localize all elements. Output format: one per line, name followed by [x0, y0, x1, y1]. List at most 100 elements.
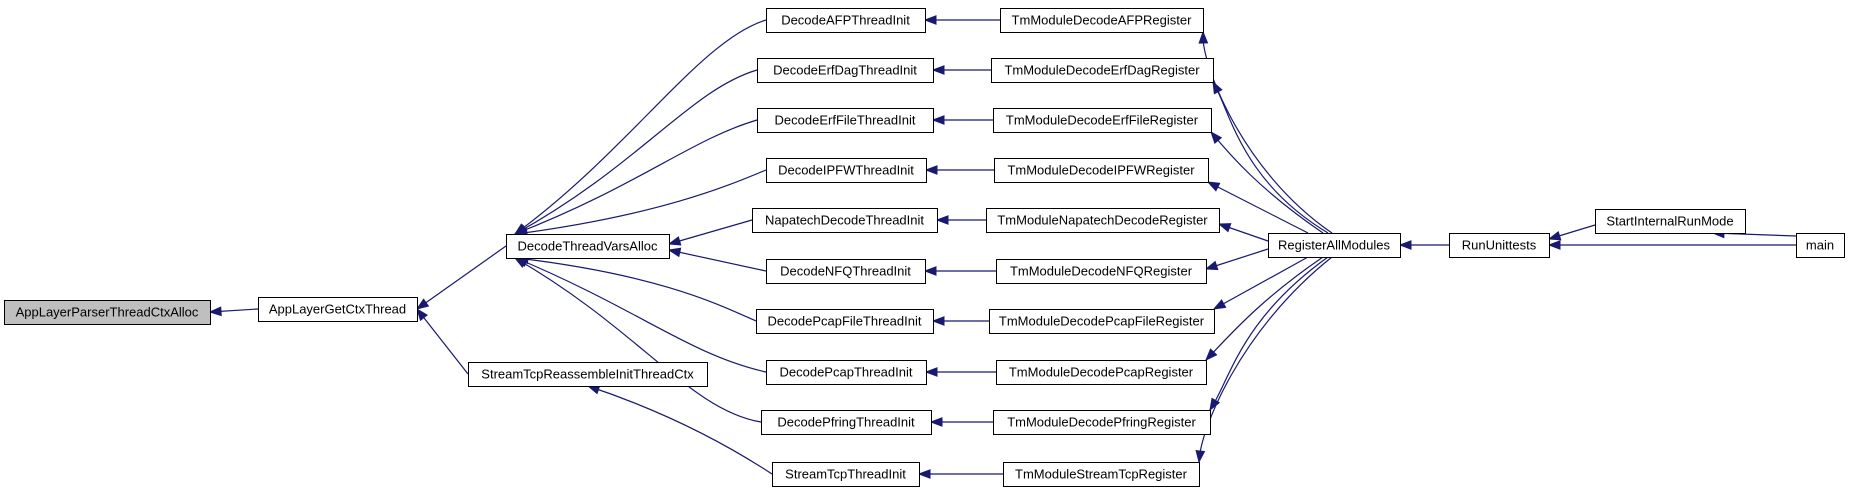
- node-decodeNFQThreadInit[interactable]: DecodeNFQThreadInit: [766, 259, 926, 284]
- arrowhead: [1217, 223, 1232, 233]
- edge-streamTcpThreadInit-to-streamTcpReassembleInitThreadCtx: [586, 385, 773, 475]
- arrowhead: [935, 215, 949, 225]
- edge-registerAllModules-to-tmModuleDecodePcapFileRegister: [1212, 256, 1309, 310]
- node-tmModuleDecodeAFPRegister[interactable]: TmModuleDecodeAFPRegister: [1000, 8, 1204, 33]
- edge-streamTcpReassembleInitThreadCtx-to-appLayerGetCtxThread: [416, 307, 469, 375]
- node-box: [772, 462, 920, 487]
- edge-tmModuleDecodeIPFWRegister-to-decodeIPFWThreadInit: [924, 165, 994, 175]
- edge-decodePcapFileThreadInit-to-decodeThreadVarsAlloc: [515, 254, 757, 322]
- edge-decodeNFQThreadInit-to-decodeThreadVarsAlloc: [667, 247, 767, 272]
- edge-line: [1202, 31, 1333, 234]
- node-box: [994, 158, 1209, 183]
- node-label: DecodeNFQThreadInit: [780, 264, 911, 279]
- node-label: RegisterAllModules: [1278, 238, 1390, 253]
- arrowhead: [1398, 240, 1412, 250]
- node-tmModuleDecodeIPFWRegister[interactable]: TmModuleDecodeIPFWRegister: [994, 158, 1209, 183]
- edge-registerAllModules-to-tmModuleStreamTcpRegister: [1195, 256, 1333, 464]
- node-decodePcapFileThreadInit[interactable]: DecodePcapFileThreadInit: [756, 309, 934, 334]
- node-box: [1595, 209, 1746, 234]
- node-label: TmModuleStreamTcpRegister: [1015, 467, 1188, 482]
- edge-tmModuleDecodePcapRegister-to-decodePcapThreadInit: [924, 367, 996, 377]
- node-main[interactable]: main: [1796, 233, 1845, 258]
- node-label: TmModuleDecodeErfFileRegister: [1006, 113, 1199, 128]
- node-tmModuleDecodeErfDagRegister[interactable]: TmModuleDecodeErfDagRegister: [991, 58, 1214, 83]
- arrowhead: [1204, 260, 1219, 271]
- arrowhead: [924, 367, 938, 377]
- edge-line: [1212, 81, 1329, 234]
- node-runUnittests[interactable]: RunUnittests: [1449, 233, 1550, 258]
- node-tmModuleDecodePcapRegister[interactable]: TmModuleDecodePcapRegister: [996, 360, 1207, 385]
- edge-registerAllModules-to-tmModuleDecodePcapRegister: [1205, 256, 1324, 362]
- edge-tmModuleDecodeNFQRegister-to-decodeNFQThreadInit: [923, 266, 996, 276]
- node-appLayerParserThreadCtxAlloc[interactable]: AppLayerParserThreadCtxAlloc: [4, 300, 211, 325]
- node-appLayerGetCtxThread[interactable]: AppLayerGetCtxThread: [258, 297, 418, 322]
- edge-line: [514, 119, 758, 235]
- node-decodePcapThreadInit[interactable]: DecodePcapThreadInit: [766, 360, 927, 385]
- node-tmModuleDecodeNFQRegister[interactable]: TmModuleDecodeNFQRegister: [996, 259, 1207, 284]
- node-startInternalRunMode[interactable]: StartInternalRunMode: [1595, 209, 1746, 234]
- node-label: main: [1806, 238, 1834, 253]
- node-label: DecodePcapFileThreadInit: [768, 314, 922, 329]
- arrowhead: [1195, 450, 1206, 464]
- node-box: [761, 410, 932, 435]
- node-tmModuleDecodePfringRegister[interactable]: TmModuleDecodePfringRegister: [993, 410, 1211, 435]
- node-decodeIPFWThreadInit[interactable]: DecodeIPFWThreadInit: [766, 158, 927, 183]
- node-label: TmModuleDecodeAFPRegister: [1012, 13, 1193, 28]
- node-decodePfringThreadInit[interactable]: DecodePfringThreadInit: [761, 410, 932, 435]
- edge-decodeErfFileThreadInit-to-decodeThreadVarsAlloc: [513, 119, 758, 235]
- edge-line: [1198, 256, 1333, 463]
- node-box: [986, 208, 1220, 233]
- node-box: [996, 259, 1207, 284]
- node-tmModuleDecodeErfFileRegister[interactable]: TmModuleDecodeErfFileRegister: [993, 108, 1212, 133]
- arrowhead: [1209, 397, 1221, 412]
- node-label: StreamTcpThreadInit: [785, 467, 906, 482]
- node-decodeErfFileThreadInit[interactable]: DecodeErfFileThreadInit: [757, 108, 934, 133]
- node-label: TmModuleDecodeNFQRegister: [1010, 264, 1193, 279]
- node-box: [1268, 233, 1401, 258]
- edge-tmModuleDecodeErfFileRegister-to-decodeErfFileThreadInit: [931, 115, 993, 125]
- node-label: TmModuleDecodePcapRegister: [1009, 365, 1194, 380]
- edge-line: [1207, 181, 1309, 234]
- edge-registerAllModules-to-tmModuleDecodeErfDagRegister: [1212, 80, 1329, 234]
- node-label: DecodeThreadVarsAlloc: [518, 239, 658, 254]
- edge-line: [1209, 256, 1329, 411]
- node-box: [752, 208, 938, 233]
- node-label: DecodeAFPThreadInit: [781, 13, 910, 28]
- edge-decodePcapThreadInit-to-decodeThreadVarsAlloc: [514, 257, 767, 373]
- arrowhead: [923, 15, 937, 25]
- edge-line: [514, 69, 758, 235]
- node-tmModuleStreamTcpRegister[interactable]: TmModuleStreamTcpRegister: [1003, 462, 1200, 487]
- arrowhead: [924, 165, 938, 175]
- node-box: [766, 158, 927, 183]
- node-decodeErfDagThreadInit[interactable]: DecodeErfDagThreadInit: [757, 58, 934, 83]
- edge-main-to-runUnittests: [1547, 240, 1796, 250]
- arrowhead: [1205, 348, 1218, 362]
- arrowhead: [1547, 230, 1562, 241]
- edge-registerAllModules-to-tmModuleDecodeIPFWRegister: [1206, 181, 1309, 234]
- node-box: [468, 362, 708, 387]
- edge-line: [515, 169, 767, 235]
- edge-line: [416, 245, 507, 310]
- node-registerAllModules[interactable]: RegisterAllModules: [1268, 233, 1401, 258]
- node-label: TmModuleNapatechDecodeRegister: [997, 213, 1208, 228]
- edge-tmModuleStreamTcpRegister-to-streamTcpThreadInit: [917, 469, 1003, 479]
- edge-tmModuleNapatechDecodeRegister-to-napatechDecodeThreadInit: [935, 215, 986, 225]
- node-decodeAFPThreadInit[interactable]: DecodeAFPThreadInit: [766, 8, 926, 33]
- node-streamTcpReassembleInitThreadCtx[interactable]: StreamTcpReassembleInitThreadCtx: [468, 362, 708, 387]
- node-tmModuleNapatechDecodeRegister[interactable]: TmModuleNapatechDecodeRegister: [986, 208, 1220, 233]
- node-box: [4, 300, 211, 325]
- edge-registerAllModules-to-tmModuleDecodeErfFileRegister: [1210, 130, 1324, 234]
- edge-registerAllModules-to-tmModuleDecodeNFQRegister: [1204, 248, 1269, 271]
- node-napatechDecodeThreadInit[interactable]: NapatechDecodeThreadInit: [752, 208, 938, 233]
- node-box: [757, 58, 934, 83]
- arrowhead: [208, 306, 222, 317]
- edge-registerAllModules-to-tmModuleDecodePfringRegister: [1209, 256, 1329, 412]
- node-streamTcpThreadInit[interactable]: StreamTcpThreadInit: [772, 462, 920, 487]
- node-label: AppLayerGetCtxThread: [269, 302, 406, 317]
- node-box: [993, 108, 1212, 133]
- node-tmModuleDecodePcapFileRegister[interactable]: TmModuleDecodePcapFileRegister: [989, 309, 1215, 334]
- node-box: [1796, 233, 1845, 258]
- node-decodeThreadVarsAlloc[interactable]: DecodeThreadVarsAlloc: [506, 234, 670, 259]
- arrowhead: [667, 247, 682, 258]
